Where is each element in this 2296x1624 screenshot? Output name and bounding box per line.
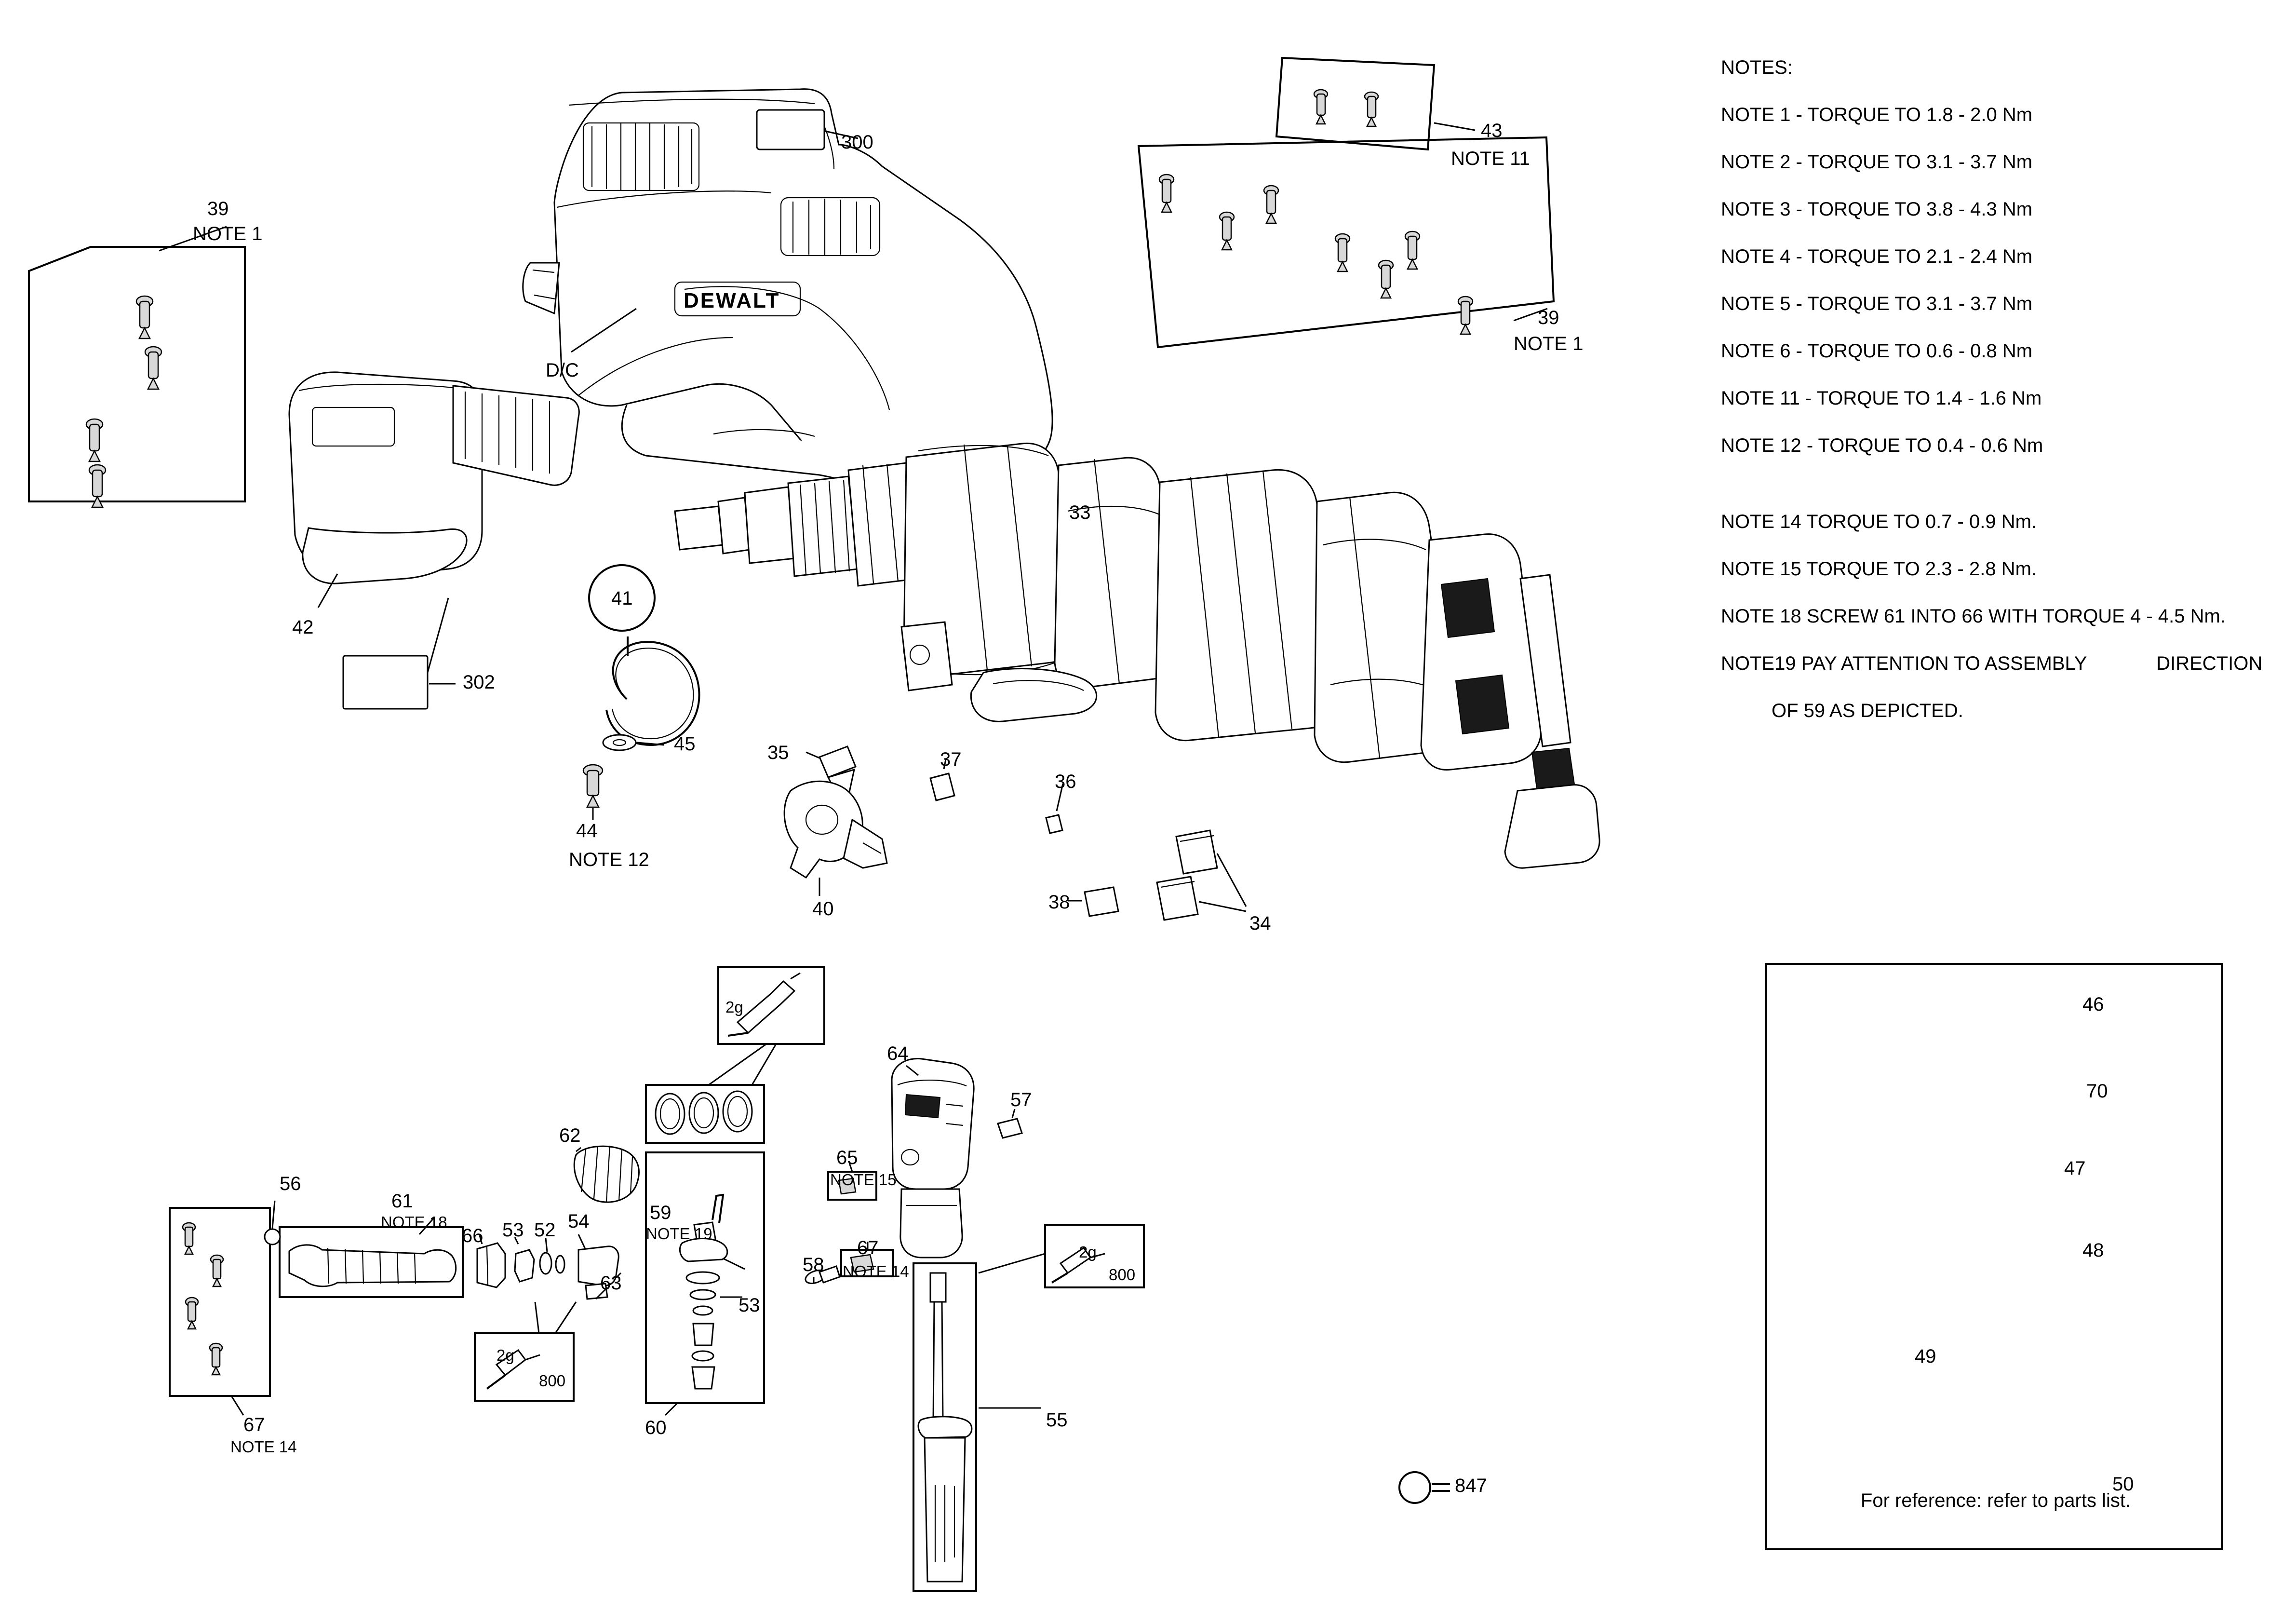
callout-65: 65 xyxy=(836,1147,858,1168)
callout-57: 57 xyxy=(1010,1089,1032,1110)
callout-44: 44 xyxy=(576,820,598,841)
callout-38: 38 xyxy=(1048,892,1070,913)
reference-caption: For reference: refer to parts list. xyxy=(1860,1490,2131,1511)
side-handle-64 xyxy=(891,1057,1023,1259)
note-item: NOTE 12 - TORQUE TO 0.4 - 0.6 Nm xyxy=(1721,435,2043,456)
callout-52: 52 xyxy=(534,1219,556,1241)
callout-65-note: NOTE 15 xyxy=(830,1171,897,1189)
note-item-continuation: OF 59 AS DEPICTED. xyxy=(1772,700,1963,721)
gearbox-motor-assembly xyxy=(674,442,1600,869)
note-item: NOTE 11 - TORQUE TO 1.4 - 1.6 Nm xyxy=(1721,388,2042,409)
note-item: NOTE 4 - TORQUE TO 2.1 - 2.4 Nm xyxy=(1721,246,2033,267)
small-hardware-items xyxy=(582,734,1247,921)
note-item: NOTE 3 - TORQUE TO 3.8 - 4.3 Nm xyxy=(1721,199,2033,220)
callout-59: 59 xyxy=(650,1202,671,1223)
callout-44-note: NOTE 12 xyxy=(569,849,649,870)
callout-36: 36 xyxy=(1055,771,1076,792)
callout-54: 54 xyxy=(568,1211,590,1232)
callout-43: 43 xyxy=(1481,120,1503,141)
callout-62: 62 xyxy=(559,1125,581,1146)
callout-300: 300 xyxy=(841,132,873,153)
callout-302: 302 xyxy=(463,672,495,693)
note-item: NOTE 18 SCREW 61 INTO 66 WITH TORQUE 4 -… xyxy=(1721,606,2226,627)
assembly-boxes xyxy=(645,966,825,1416)
callout-49: 49 xyxy=(1915,1346,1936,1367)
callout-67-note: NOTE 14 xyxy=(843,1262,909,1280)
callout-47: 47 xyxy=(2064,1158,2086,1179)
note-item: NOTE19 PAY ATTENTION TO ASSEMBLY DIRECTI… xyxy=(1721,653,2263,674)
callout-46: 46 xyxy=(2082,994,2104,1015)
callout-39-right: 39 xyxy=(1538,307,1559,328)
callout-59-note: NOTE 19 xyxy=(646,1225,712,1243)
callout-40: 40 xyxy=(812,898,834,920)
callout-2g-right: 2g xyxy=(1079,1243,1097,1261)
callout-63: 63 xyxy=(600,1272,622,1294)
note-item: NOTE 6 - TORQUE TO 0.6 - 0.8 Nm xyxy=(1721,340,2033,362)
callout-39-right-note: NOTE 1 xyxy=(1514,333,1584,354)
callout-56: 56 xyxy=(280,1173,301,1194)
symbol-847 xyxy=(1398,1471,1450,1504)
callout-2g-left: 2g xyxy=(497,1346,514,1364)
callout-55: 55 xyxy=(1046,1409,1068,1431)
side-cover-42 xyxy=(288,371,580,710)
callout-61: 61 xyxy=(391,1191,413,1212)
callout-33: 33 xyxy=(1069,502,1091,523)
retaining-ring-41 xyxy=(588,564,700,746)
callout-39: 39 xyxy=(207,198,229,219)
note-item: NOTE 5 - TORQUE TO 3.1 - 3.7 Nm xyxy=(1721,293,2033,314)
svg-text:DEWALT: DEWALT xyxy=(684,289,780,312)
reference-box xyxy=(1765,963,2223,1550)
notes-heading: NOTES: xyxy=(1721,57,1793,78)
screw-card-39 xyxy=(28,226,246,508)
callout-60: 60 xyxy=(645,1417,667,1438)
note-item: NOTE 1 - TORQUE TO 1.8 - 2.0 Nm xyxy=(1721,104,2033,125)
callout-42: 42 xyxy=(292,617,314,638)
callout-2g-top: 2g xyxy=(725,998,743,1016)
callout-70: 70 xyxy=(2086,1081,2108,1102)
callout-37: 37 xyxy=(940,749,962,770)
callout-45: 45 xyxy=(674,733,696,755)
callout-800-right: 800 xyxy=(1109,1266,1136,1284)
callout-43-note: NOTE 11 xyxy=(1451,148,1530,169)
note-item: NOTE 15 TORQUE TO 2.3 - 2.8 Nm. xyxy=(1721,558,2037,580)
callout-53: 53 xyxy=(502,1219,524,1241)
callout-64: 64 xyxy=(887,1043,909,1064)
screw-card-67 xyxy=(169,1207,271,1416)
callout-53-lower: 53 xyxy=(738,1295,760,1316)
callout-50: 50 xyxy=(2112,1474,2134,1495)
tool-body-assembly: DEWALT xyxy=(522,88,1071,513)
callout-35: 35 xyxy=(767,742,789,763)
callout-847: 847 xyxy=(1455,1475,1487,1496)
callout-41: 41 xyxy=(611,588,633,609)
note-item: NOTE 14 TORQUE TO 0.7 - 0.9 Nm. xyxy=(1721,511,2037,532)
callout-66: 66 xyxy=(462,1225,483,1246)
callout-34: 34 xyxy=(1249,913,1271,934)
callout-67: 67 xyxy=(857,1237,879,1259)
callout-800-left: 800 xyxy=(539,1372,566,1390)
callout-dc: D/C xyxy=(546,360,579,381)
screw-card-43 xyxy=(1275,56,1476,151)
callout-39-note: NOTE 1 xyxy=(193,223,263,244)
callout-67-left: 67 xyxy=(243,1414,265,1435)
callout-67-left-note: NOTE 14 xyxy=(230,1438,297,1456)
notes-block: NOTES: NOTE 1 - TORQUE TO 1.8 - 2.0 Nm N… xyxy=(1721,58,2275,748)
note-item: NOTE 2 - TORQUE TO 3.1 - 3.7 Nm xyxy=(1721,151,2033,173)
callout-48: 48 xyxy=(2082,1240,2104,1261)
callout-58: 58 xyxy=(803,1254,824,1275)
callout-61-note: NOTE 18 xyxy=(381,1213,447,1231)
ring-62 xyxy=(573,1145,640,1203)
